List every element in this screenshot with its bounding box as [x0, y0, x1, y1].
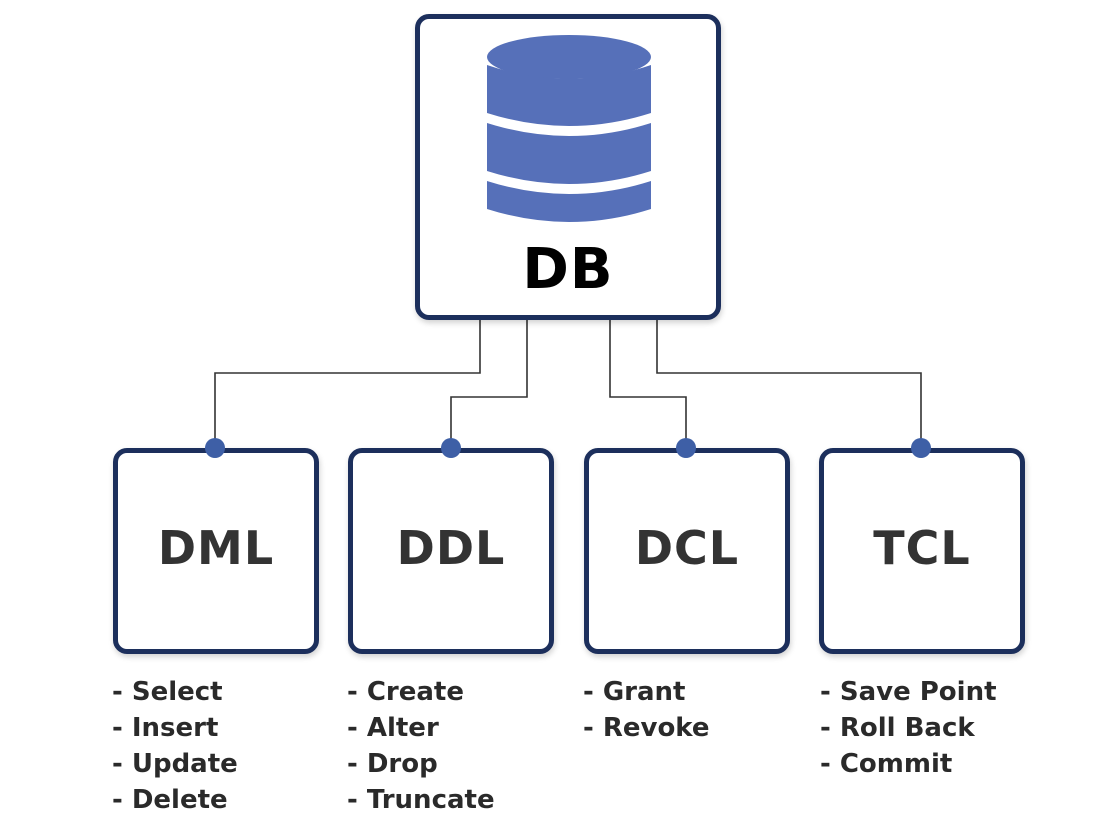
category-label: DDL: [396, 521, 506, 575]
command-item: Insert: [112, 710, 238, 746]
connector-dcl: [609, 320, 687, 448]
connector-dot-dcl: [676, 438, 696, 458]
command-item: Truncate: [347, 782, 495, 818]
connector-dot-dml: [205, 438, 225, 458]
command-item: Save Point: [820, 674, 997, 710]
command-item: Select: [112, 674, 238, 710]
command-list-dcl: Grant Revoke: [583, 674, 710, 746]
db-label: DB: [522, 237, 614, 302]
connector-ddl: [450, 320, 528, 448]
command-item: Create: [347, 674, 495, 710]
command-item: Revoke: [583, 710, 710, 746]
command-item: Roll Back: [820, 710, 997, 746]
command-list-ddl: Create Alter Drop Truncate: [347, 674, 495, 818]
category-box-dml: DML: [113, 448, 319, 654]
command-list-tcl: Save Point Roll Back Commit: [820, 674, 997, 782]
command-list-dml: Select Insert Update Delete: [112, 674, 238, 818]
connector-dot-ddl: [441, 438, 461, 458]
command-item: Alter: [347, 710, 495, 746]
category-box-dcl: DCL: [584, 448, 790, 654]
connector-dot-tcl: [911, 438, 931, 458]
category-label: TCL: [873, 521, 971, 575]
database-icon: [487, 35, 651, 222]
command-item: Drop: [347, 746, 495, 782]
connector-dml: [214, 320, 481, 448]
connector-tcl: [656, 320, 922, 448]
category-box-tcl: TCL: [819, 448, 1025, 654]
category-box-ddl: DDL: [348, 448, 554, 654]
command-item: Grant: [583, 674, 710, 710]
category-label: DML: [157, 521, 275, 575]
command-item: Commit: [820, 746, 997, 782]
db-box: DB: [415, 14, 721, 320]
command-item: Delete: [112, 782, 238, 818]
command-item: Update: [112, 746, 238, 782]
category-label: DCL: [634, 521, 740, 575]
